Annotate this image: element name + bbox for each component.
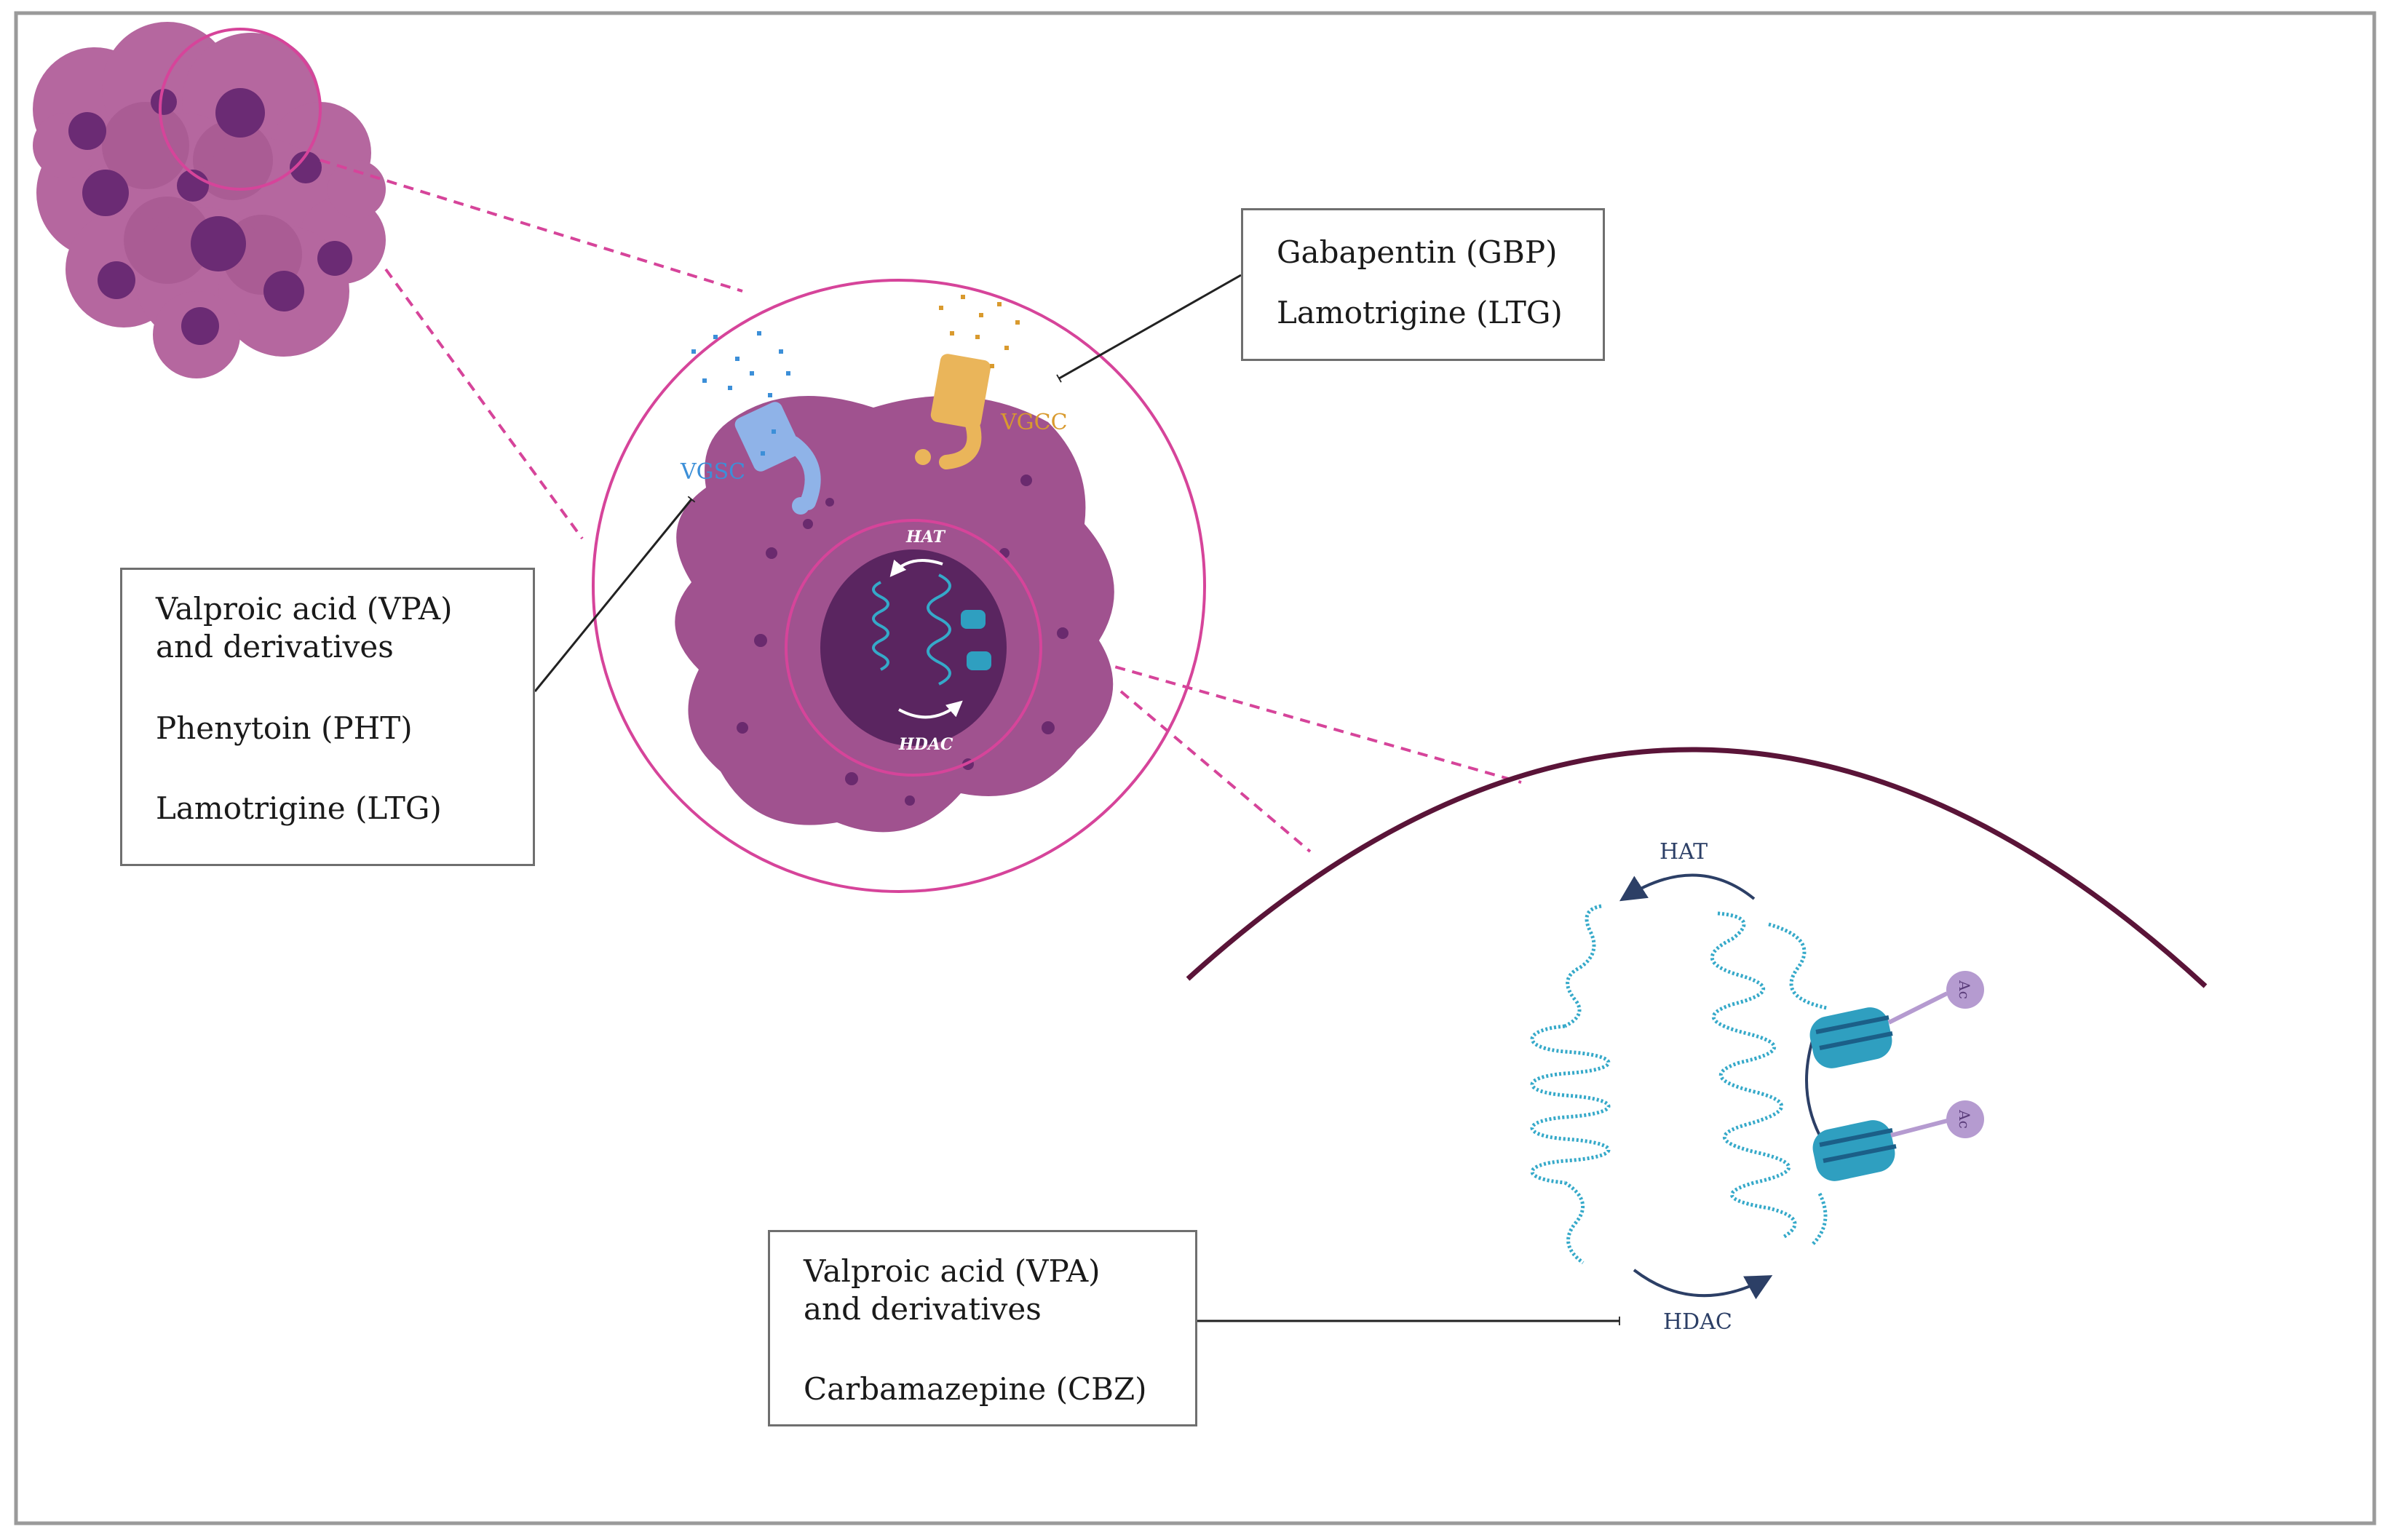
small-hdac-label: HDAC: [898, 735, 953, 754]
nucleus-zoom-circle: [785, 519, 1042, 777]
drug-phenytoin: Phenytoin (PHT): [156, 710, 413, 746]
zoom-circle-large: [592, 279, 1206, 893]
drug-lamotrigine: Lamotrigine (LTG): [1277, 295, 1563, 330]
inhibit-line-vgcc: [1056, 274, 1242, 383]
drug-valproic-acid: Valproic acid (VPA): [804, 1253, 1101, 1289]
vgsc-label: VGSC: [680, 459, 745, 485]
hat-arrow: [1619, 873, 1756, 902]
zoom-circle-small: [159, 28, 322, 191]
vgsc-channel: [691, 331, 821, 515]
drug-lamotrigine: Lamotrigine (LTG): [156, 790, 442, 826]
drug-valproic-acid: Valproic acid (VPA): [156, 591, 453, 627]
small-chromatin: [872, 573, 951, 686]
calcium-channel-drug-box: Gabapentin (GBP) Lamotrigine (LTG): [1241, 208, 1605, 361]
linker-dna: [1805, 1040, 1821, 1136]
nuclear-membrane-arc: [1186, 747, 2208, 988]
drug-carbamazepine: Carbamazepine (CBZ): [804, 1371, 1147, 1407]
hdac-arrow: [1633, 1269, 1773, 1300]
nucleus: [820, 549, 1007, 746]
hdac-drug-box: Valproic acid (VPA) and derivatives Carb…: [768, 1230, 1197, 1426]
drug-valproic-derivatives: and derivatives: [804, 1291, 1042, 1327]
tumor-tissue-cluster: [33, 22, 386, 378]
small-hat-arrow: [889, 559, 943, 577]
drug-valproic-derivatives: and derivatives: [156, 629, 394, 664]
nucleosome-top: Ac: [1809, 971, 1984, 1068]
hat-label: HAT: [1660, 839, 1708, 865]
small-hdac-arrow: [898, 700, 963, 719]
figure-frame: [14, 11, 2376, 1525]
acetyl-label-top: Ac: [1956, 980, 1973, 999]
nucleosome-bottom: Ac: [1812, 1100, 1984, 1181]
acetyl-label-bottom: Ac: [1956, 1109, 1973, 1129]
open-chromatin: [1710, 911, 1828, 1246]
vgcc-channel: [915, 295, 1020, 469]
hdac-label: HDAC: [1663, 1309, 1732, 1335]
drug-gabapentin: Gabapentin (GBP): [1277, 234, 1558, 270]
small-hat-label: HAT: [905, 528, 946, 547]
sodium-channel-drug-box: Valproic acid (VPA) and derivatives Phen…: [120, 568, 535, 866]
vgcc-label: VGCC: [1000, 410, 1068, 435]
zoomed-cancer-cell: HAT HDAC VGSC VGCC: [592, 279, 1206, 893]
condensed-chromatin: [1530, 904, 1611, 1265]
zoom-lines: [320, 159, 1522, 853]
inhibit-line-vgsc: [534, 496, 696, 692]
